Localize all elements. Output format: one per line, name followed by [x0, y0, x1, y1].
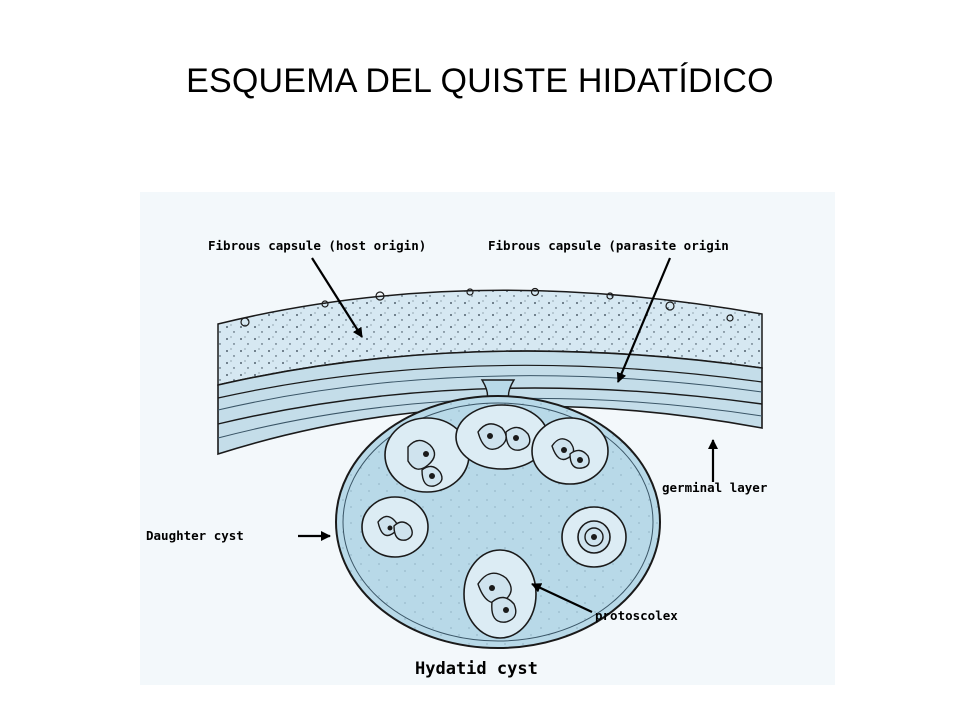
germinal-layer-ring: [342, 402, 654, 642]
label-daughter-cyst: Daughter cyst: [146, 528, 244, 543]
label-fibrous-capsule-host: Fibrous capsule (host origin): [208, 238, 426, 253]
brood-capsule-top-left: [384, 417, 470, 493]
brood-capsule-right: [561, 506, 627, 568]
slide-title: ESQUEMA DEL QUISTE HIDATÍDICO: [186, 62, 774, 100]
brood-capsule-top-right: [531, 417, 609, 485]
arrow-fibrous-parasite: [616, 257, 672, 383]
arrow-protoscolex: [531, 583, 593, 613]
diagram-caption: Hydatid cyst: [415, 659, 538, 679]
label-germinal-layer: germinal layer: [662, 480, 768, 495]
hydatid-cyst-diagram: Fibrous capsule (host origin) Fibrous ca…: [140, 192, 835, 685]
protoscolex-capsule: [463, 549, 537, 639]
brood-capsule-top-center: [455, 404, 549, 470]
brood-capsule-left: [361, 496, 429, 558]
capsule-texture: [240, 287, 734, 327]
laminated-line-1: [217, 364, 763, 399]
label-protoscolex: protoscolex: [595, 608, 678, 623]
label-fibrous-capsule-parasite: Fibrous capsule (parasite origin: [488, 238, 729, 253]
arrow-fibrous-host: [311, 257, 363, 338]
laminated-line-2: [217, 375, 763, 411]
laminated-line-3: [217, 387, 763, 425]
